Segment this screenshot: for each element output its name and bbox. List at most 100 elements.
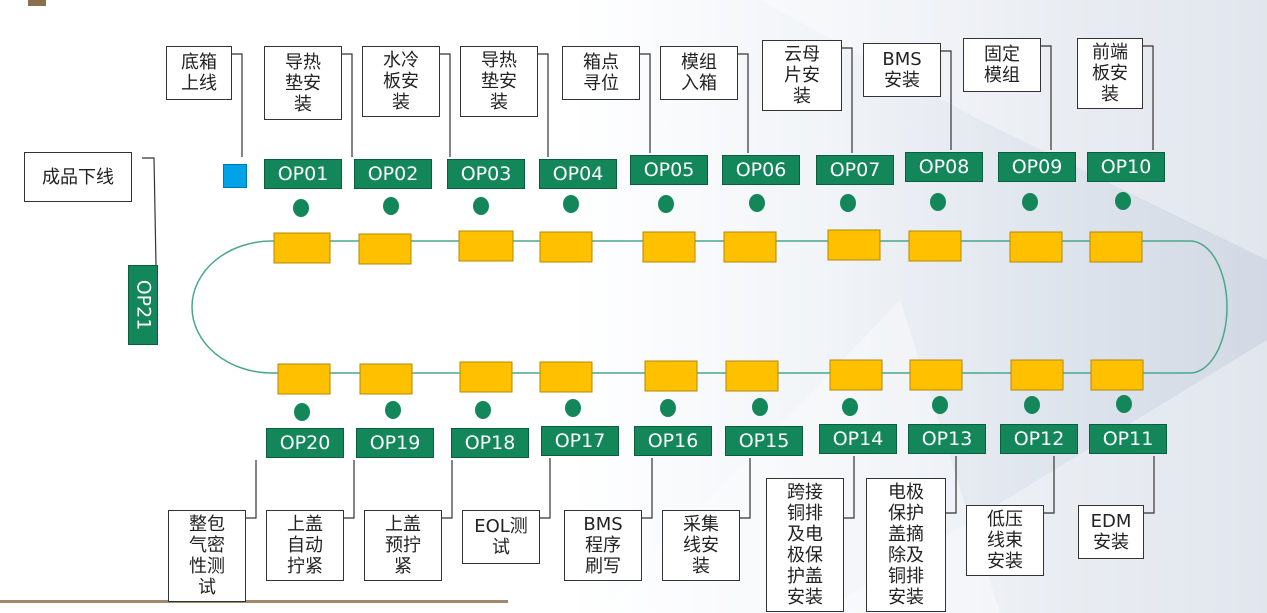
bottom-station-label-text-1: 整包 气密 性测 试 [189, 514, 225, 598]
bottom-station-op-box-4: OP17 [541, 426, 619, 456]
bottom-station-op-text-6: OP15 [738, 430, 790, 452]
top-station-label-box-2: 导热 垫安 装 [264, 46, 342, 120]
exit-station-label: 成品下线 [24, 152, 132, 202]
top-station-pallet-3 [458, 230, 514, 262]
bottom-station-label-box-5: BMS 程序 刷写 [564, 510, 642, 581]
bottom-station-pallet-10 [1090, 359, 1144, 391]
top-station-connector-4 [538, 53, 549, 157]
top-station-pallet-8 [908, 230, 962, 262]
bottom-station-label-text-2: 上盖 自动 拧紧 [287, 514, 323, 577]
exit-connector-line [142, 157, 157, 266]
bottom-station-indicator-dot-7 [842, 398, 858, 416]
top-station-label-text-9: 固定 模组 [984, 44, 1020, 86]
bottom-station-connector-10 [1144, 456, 1155, 514]
bottom-station-label-box-10: EDM 安装 [1078, 505, 1144, 559]
bottom-station-connector-5 [642, 458, 653, 519]
top-station-indicator-dot-9 [1022, 193, 1038, 211]
bottom-station-label-text-9: 低压 线束 安装 [987, 509, 1023, 572]
top-station-op-text-6: OP06 [735, 159, 787, 181]
bottom-station-label-box-1: 整包 气密 性测 试 [168, 510, 246, 602]
bottom-station-connector-9 [1044, 456, 1055, 514]
bottom-station-label-text-4: EOL测 试 [474, 516, 528, 558]
top-station-connector-5 [640, 53, 651, 153]
top-station-label-text-4: 导热 垫安 装 [481, 50, 517, 113]
footer-divider [0, 600, 508, 603]
bottom-station-pallet-5 [644, 360, 698, 392]
top-station-label-box-4: 导热 垫安 装 [460, 46, 538, 117]
top-station-label-text-10: 前端 板安 装 [1092, 42, 1128, 105]
top-station-connector-8 [941, 50, 952, 150]
bottom-station-indicator-dot-10 [1116, 395, 1132, 413]
bottom-station-indicator-dot-1 [294, 403, 310, 421]
bottom-station-pallet-4 [539, 361, 593, 393]
top-station-label-box-7: 云母 片安 装 [762, 40, 842, 111]
top-station-op-text-10: OP10 [1100, 156, 1152, 178]
bottom-station-connector-1 [246, 460, 257, 519]
bottom-station-pallet-8 [909, 359, 963, 391]
top-station-label-box-1: 底箱 上线 [166, 46, 232, 100]
bottom-station-op-box-5: OP16 [634, 426, 712, 456]
bottom-station-label-box-3: 上盖 预拧 紧 [364, 510, 442, 581]
bottom-station-pallet-1 [277, 363, 331, 395]
top-station-op-box-8: OP08 [905, 152, 983, 182]
top-station-op-text-3: OP03 [460, 163, 512, 185]
bottom-station-op-text-3: OP18 [464, 432, 516, 454]
bottom-station-op-text-1: OP20 [279, 432, 331, 454]
bottom-station-pallet-2 [359, 363, 413, 395]
top-station-indicator-dot-3 [473, 197, 489, 215]
top-station-connector-2 [342, 53, 353, 157]
top-station-op-box-3: OP03 [447, 159, 525, 189]
top-station-indicator-dot-8 [930, 193, 946, 211]
top-station-label-box-10: 前端 板安 装 [1077, 38, 1143, 109]
bottom-station-indicator-dot-6 [752, 398, 768, 416]
bottom-station-label-box-7: 跨接 铜排 及电 极保 护盖 安装 [766, 478, 844, 612]
top-station-op-box-5: OP05 [630, 155, 708, 185]
top-station-label-box-9: 固定 模组 [963, 38, 1041, 92]
top-station-connector-6 [738, 53, 749, 153]
op21-text: OP21 [132, 279, 154, 331]
bottom-station-indicator-dot-9 [1024, 396, 1040, 414]
bottom-station-label-box-9: 低压 线束 安装 [966, 505, 1044, 576]
top-station-pallet-9 [1009, 231, 1063, 263]
top-station-pallet-5 [642, 231, 696, 263]
top-station-label-text-2: 导热 垫安 装 [285, 51, 321, 115]
bottom-station-label-box-8: 电极 保护 盖摘 除及 铜排 安装 [866, 478, 946, 612]
bottom-station-op-box-3: OP18 [451, 428, 529, 458]
bottom-station-pallet-7 [829, 359, 883, 391]
top-station-pallet-10 [1089, 231, 1143, 263]
start-marker [223, 164, 247, 188]
top-station-indicator-dot-5 [658, 195, 674, 213]
bottom-station-label-text-10: EDM 安装 [1090, 511, 1132, 553]
top-station-op-box-4: OP04 [539, 159, 617, 189]
top-station-label-text-7: 云母 片安 装 [784, 44, 820, 107]
top-station-label-text-1: 底箱 上线 [181, 52, 217, 94]
bottom-station-op-box-2: OP19 [356, 428, 434, 458]
top-station-op-text-7: OP07 [829, 159, 881, 181]
top-station-pallet-7 [827, 229, 881, 261]
top-station-connector-9 [1041, 45, 1052, 150]
bottom-station-indicator-dot-4 [565, 399, 581, 417]
bottom-station-pallet-6 [725, 360, 779, 392]
bottom-station-connector-4 [540, 458, 551, 519]
top-station-label-box-8: BMS 安装 [863, 43, 941, 97]
conveyor-loop-track [191, 240, 1228, 374]
bottom-station-op-text-7: OP14 [832, 428, 884, 450]
top-station-indicator-dot-2 [383, 197, 399, 215]
bottom-station-indicator-dot-5 [660, 399, 676, 417]
top-station-indicator-dot-1 [293, 199, 309, 217]
top-station-op-text-5: OP05 [643, 159, 695, 181]
bottom-station-label-box-6: 采集 线安 装 [662, 510, 740, 581]
top-station-op-text-2: OP02 [367, 163, 419, 185]
top-station-connector-3 [440, 53, 451, 157]
top-station-op-text-9: OP09 [1011, 156, 1063, 178]
bottom-station-connector-6 [740, 458, 751, 519]
exit-station-label-text: 成品下线 [42, 166, 114, 188]
bottom-station-op-box-6: OP15 [725, 426, 803, 456]
bottom-station-op-text-10: OP11 [1102, 428, 1154, 450]
top-station-label-text-6: 模组 入箱 [681, 52, 717, 94]
bottom-station-label-box-2: 上盖 自动 拧紧 [266, 510, 344, 581]
bottom-station-label-text-5: BMS 程序 刷写 [583, 514, 623, 577]
top-station-indicator-dot-7 [840, 194, 856, 212]
bottom-station-op-text-5: OP16 [647, 430, 699, 452]
top-station-label-box-3: 水冷 板安 装 [362, 46, 440, 117]
